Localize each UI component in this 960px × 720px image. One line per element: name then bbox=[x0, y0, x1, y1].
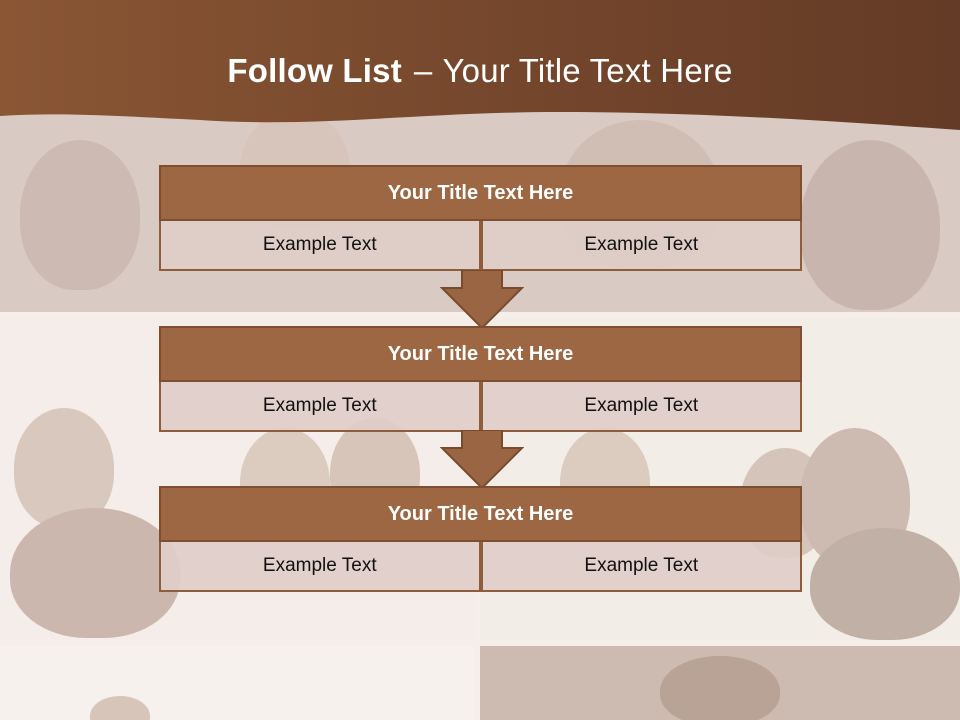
flow-block-1: Your Title Text Here Example Text Exampl… bbox=[159, 165, 802, 271]
title-text: Your Title Text Here bbox=[442, 52, 733, 89]
title-separator: – bbox=[413, 52, 433, 89]
photo-group-bottom-right bbox=[480, 646, 960, 720]
flow-cell-left: Example Text bbox=[159, 221, 481, 271]
title-bold: Follow List bbox=[227, 52, 402, 89]
flow-cell-left: Example Text bbox=[159, 382, 481, 432]
down-arrow-icon bbox=[440, 430, 524, 490]
flow-block-3: Your Title Text Here Example Text Exampl… bbox=[159, 486, 802, 592]
flow-block-title: Your Title Text Here bbox=[159, 326, 802, 382]
flow-cell-right: Example Text bbox=[480, 542, 802, 592]
flow-cell-right: Example Text bbox=[480, 382, 802, 432]
flow-cell-left: Example Text bbox=[159, 542, 481, 592]
photo-group-bottom-left bbox=[0, 646, 474, 720]
flow-block-title: Your Title Text Here bbox=[159, 486, 802, 542]
header-wave bbox=[0, 0, 960, 130]
flow-block-title: Your Title Text Here bbox=[159, 165, 802, 221]
header-band: Follow List–Your Title Text Here bbox=[0, 0, 960, 140]
down-arrow-icon bbox=[440, 270, 524, 330]
slide-title: Follow List–Your Title Text Here bbox=[0, 52, 960, 90]
flow-cell-right: Example Text bbox=[480, 221, 802, 271]
flow-block-2: Your Title Text Here Example Text Exampl… bbox=[159, 326, 802, 432]
